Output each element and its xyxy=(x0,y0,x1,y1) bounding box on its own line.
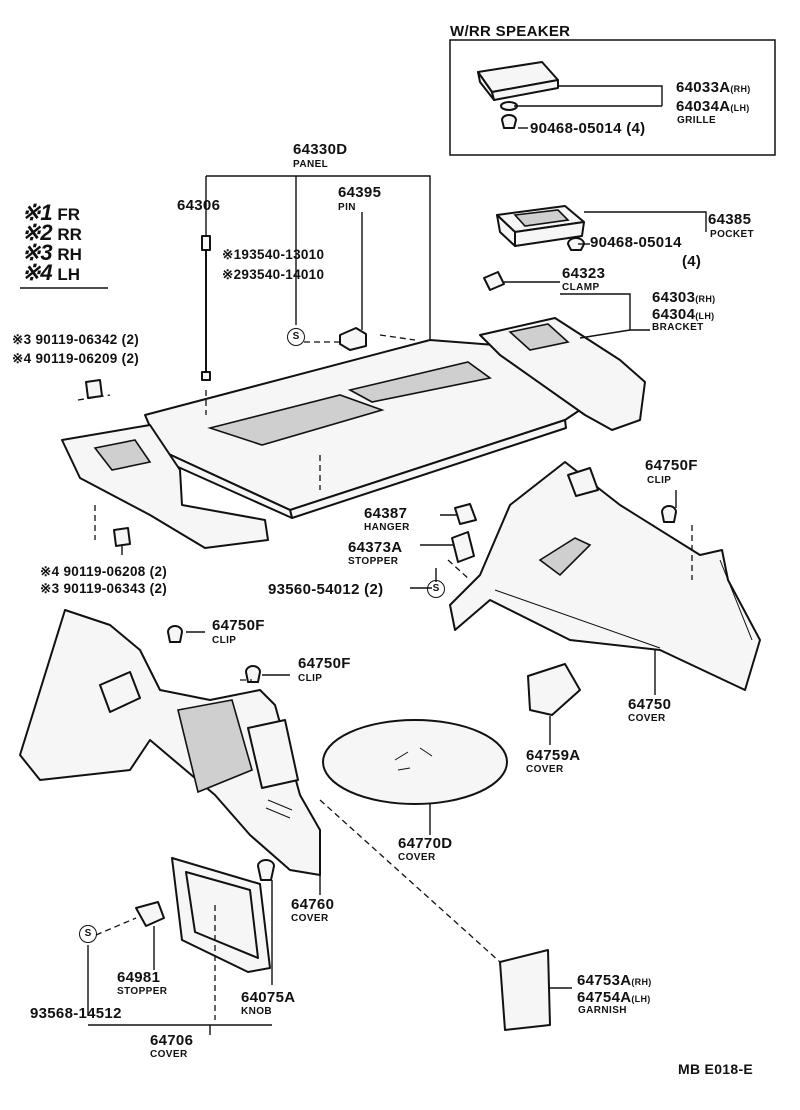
label-64760: 64760 xyxy=(291,896,335,913)
label-64395: 64395 xyxy=(338,184,382,201)
pin-64395 xyxy=(339,327,367,351)
label-64753a: 64753A(RH) xyxy=(577,972,652,989)
label-stopper-low: STOPPER xyxy=(117,986,168,997)
label-64304: 64304(LH) xyxy=(652,306,715,323)
label-64754a: 64754A(LH) xyxy=(577,989,651,1006)
label-pin: PIN xyxy=(338,202,356,213)
label-90468-mid: 90468-05014 xyxy=(590,234,682,251)
legend-rh: ※3 RH xyxy=(22,240,82,265)
label-90119-06208: ※4 90119-06208 (2) xyxy=(40,564,168,579)
clamp-64323 xyxy=(483,271,505,291)
cover-64706 xyxy=(171,857,271,973)
label-64770d: 64770D xyxy=(398,835,453,852)
label-clamp: CLAMP xyxy=(562,282,600,293)
label-64387: 64387 xyxy=(364,505,408,522)
label-64034a: 64034A(LH) xyxy=(676,98,750,115)
label-64706: 64706 xyxy=(150,1032,194,1049)
label-clip-left1: CLIP xyxy=(212,635,237,646)
label-90119-06209: ※4 90119-06209 (2) xyxy=(12,351,140,366)
s-marker-pin: S xyxy=(287,328,305,346)
label-cover-64750: COVER xyxy=(628,713,666,724)
quarter-cover-right xyxy=(449,461,761,691)
label-90119-06342: ※3 90119-06342 (2) xyxy=(12,332,140,347)
label-64750f-left2: 64750F xyxy=(298,655,351,672)
label-cover-64706: COVER xyxy=(150,1049,188,1060)
bracket-right xyxy=(479,317,646,431)
speaker-inset-frame xyxy=(449,39,776,156)
label-193540: ※193540-13010 xyxy=(222,247,325,262)
stopper-64981 xyxy=(135,901,165,927)
bracket-left xyxy=(61,424,269,549)
label-90119-06343: ※3 90119-06343 (2) xyxy=(40,581,168,596)
speaker-grille-part xyxy=(477,61,559,129)
label-90468-top: 90468-05014 (4) xyxy=(530,120,646,137)
label-panel: PANEL xyxy=(293,159,329,170)
label-64373a: 64373A xyxy=(348,539,403,556)
stopper-64373a xyxy=(451,531,475,563)
label-64033a: 64033A(RH) xyxy=(676,79,751,96)
diagram-code: MB E018-E xyxy=(678,1061,754,1077)
label-64759a: 64759A xyxy=(526,747,581,764)
package-tray-panel xyxy=(144,339,581,519)
quarter-cover-left xyxy=(19,609,321,876)
garnish-64753a xyxy=(499,949,551,1031)
hanger-64387 xyxy=(454,503,477,525)
speaker-box-title: W/RR SPEAKER xyxy=(450,23,571,40)
legend-rr: ※2 RR xyxy=(22,220,82,245)
label-293540: ※293540-14010 xyxy=(222,267,325,282)
bolt-90119-top xyxy=(85,379,103,399)
s-marker-93560: S xyxy=(427,580,445,598)
clip-64750f-right xyxy=(661,505,677,523)
label-cover-64760: COVER xyxy=(291,913,329,924)
label-90468-mid-qty: (4) xyxy=(682,253,702,270)
label-64303: 64303(RH) xyxy=(652,289,716,306)
label-64323: 64323 xyxy=(562,265,606,282)
legend-lh: ※4 LH xyxy=(22,260,81,285)
label-knob: KNOB xyxy=(241,1006,273,1017)
label-clip-left2: CLIP xyxy=(298,673,323,684)
label-cover-64770d: COVER xyxy=(398,852,436,863)
label-64750f-right: 64750F xyxy=(645,457,698,474)
pocket-64385 xyxy=(496,205,585,251)
label-64330d: 64330D xyxy=(293,141,348,158)
label-64385: 64385 xyxy=(708,211,752,228)
leader-grille xyxy=(558,85,663,106)
s-marker-93568: S xyxy=(79,925,97,943)
label-64981: 64981 xyxy=(117,969,161,986)
cover-64759a xyxy=(527,663,581,716)
clip-64750f-left1 xyxy=(167,625,183,643)
label-64075a: 64075A xyxy=(241,989,296,1006)
label-garnish: GARNISH xyxy=(578,1005,627,1016)
label-grille: GRILLE xyxy=(677,115,717,126)
label-stopper-mid: STOPPER xyxy=(348,556,399,567)
rod-64306 xyxy=(201,235,211,381)
dashed-assembly-lines xyxy=(77,334,693,1020)
label-hanger: HANGER xyxy=(364,522,410,533)
label-cover-64759a: COVER xyxy=(526,764,564,775)
knob-64075a xyxy=(257,859,275,881)
bolt-90119-bottom xyxy=(113,527,131,547)
label-64750: 64750 xyxy=(628,696,672,713)
legend-fr: ※1 FR xyxy=(22,200,81,225)
label-bracket: BRACKET xyxy=(652,322,704,333)
label-64306: 64306 xyxy=(177,197,221,214)
spare-tire-cover xyxy=(322,719,508,805)
label-pocket: POCKET xyxy=(710,229,755,240)
label-64750f-left1: 64750F xyxy=(212,617,265,634)
clip-64750f-left2 xyxy=(245,665,261,683)
label-clip-right: CLIP xyxy=(647,475,672,486)
leader-lines xyxy=(87,175,677,1035)
label-93568: 93568-14512 xyxy=(30,1005,122,1022)
label-93560: 93560-54012 (2) xyxy=(268,581,384,598)
